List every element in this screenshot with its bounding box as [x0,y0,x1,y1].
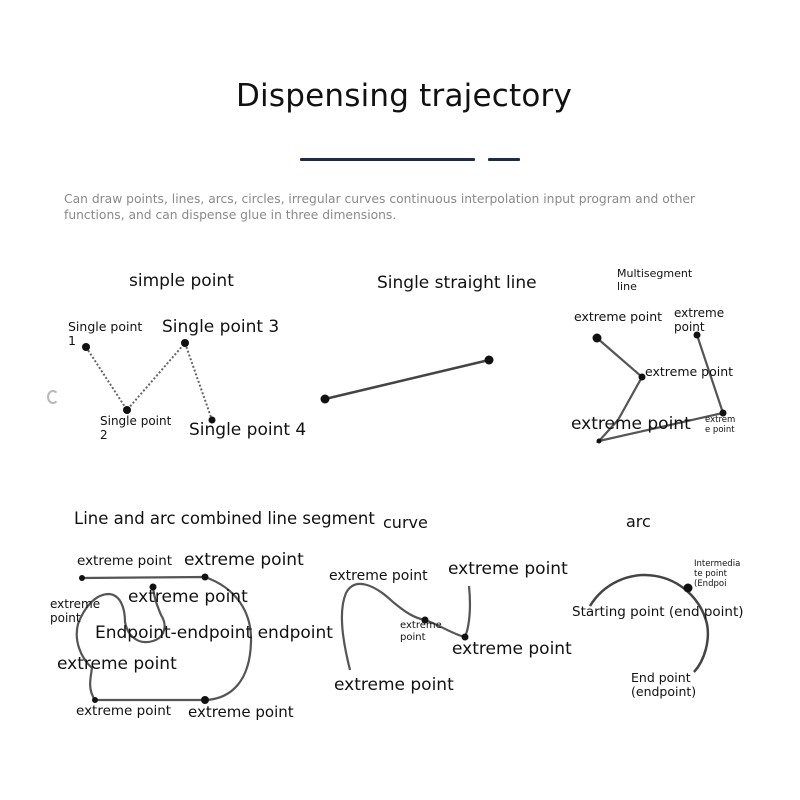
curve-point-2-marker [461,633,469,641]
title-underline-long [300,158,475,161]
curve-point-left-label: extreme point [329,568,428,584]
multisegment-point-5-label: extreme point [571,414,691,434]
simple-point-heading: simple point [129,271,234,291]
single-point-2-marker [123,406,131,414]
line-arc-diagram [75,573,253,704]
arc-start-point-label: Starting point (end point) [572,604,744,620]
curve-diagram [340,582,472,671]
line-arc-left-point-label: extreme point [50,597,101,625]
multisegment-point-5-marker [596,438,602,444]
line-arc-point-3-label: extreme point [128,587,248,607]
straight-line-start-marker [320,394,330,404]
curve-point-bottom-label: extreme point [334,675,454,695]
line-arc-path [75,575,253,702]
curve-point-mid-label: extreme point [400,620,442,643]
arc-heading: arc [626,512,651,531]
multisegment-point-1-label: extreme point [574,309,663,324]
multisegment-point-1-marker [592,333,602,343]
line-arc-endpoint-label: Endpoint-endpoint endpoint [95,623,333,643]
arc-intermediate-point-label: Intermedia te point (Endpoi [694,559,741,589]
multisegment-point-4-marker [719,409,727,417]
simple-point-dotted-path [85,341,213,421]
line-arc-point-2-marker [201,573,209,581]
multisegment-path [595,334,725,443]
arc-intermediate-point-marker [683,583,693,593]
multisegment-point-4-label: extrem e point [705,415,736,435]
line-arc-point-3-marker [149,583,157,591]
multisegment-point-3-label: extreme point [674,306,725,334]
line-arc-heading: Line and arc combined line segment [74,509,375,528]
partial-circle-mark [47,390,59,404]
description-text: Can draw points, lines, arcs, circles, i… [64,192,695,222]
multisegment-heading: Multisegment line [617,267,693,293]
straight-line-segment [324,358,490,401]
line-arc-point-1-marker [79,575,85,581]
single-point-4-label: Single point 4 [189,420,307,440]
multisegment-point-2-label: extreme point [645,364,734,379]
straight-line-diagram [320,355,494,404]
multisegment-point-2-marker [638,373,646,381]
single-point-1-label: Single point 1 [68,319,143,349]
line-arc-point-4-label: extreme point [188,703,294,721]
straight-line-heading: Single straight line [377,273,537,293]
arc-diagram [588,573,710,673]
line-arc-point-5-marker [92,697,98,703]
line-arc-point-2-label: extreme point [184,550,304,570]
single-point-2-label: Single point 2 [100,414,172,442]
line-arc-point-4-marker [201,696,209,704]
arc-end-point-label: End point (endpoint) [631,670,697,700]
page-title: Dispensing trajectory [235,78,572,114]
title-underline-short [488,158,520,161]
multisegment-diagram [592,331,727,444]
curve-point-right-label: extreme point [448,559,568,579]
single-point-3-label: Single point 3 [162,317,280,337]
line-arc-point-1-label: extreme point [77,553,173,569]
straight-line-end-marker [484,355,494,365]
single-point-4-marker [208,416,216,424]
simple-point-diagram [82,339,216,424]
single-point-3-marker [181,339,189,347]
multisegment-point-3-marker [693,331,701,339]
curve-point-lower-right-label: extreme point [452,639,572,659]
line-arc-point-5-label: extreme point [76,703,172,719]
line-arc-mid-point-label: extreme point [57,654,177,674]
single-point-1-marker [82,343,90,351]
curve-point-1-marker [421,616,429,624]
curve-heading: curve [383,513,428,532]
